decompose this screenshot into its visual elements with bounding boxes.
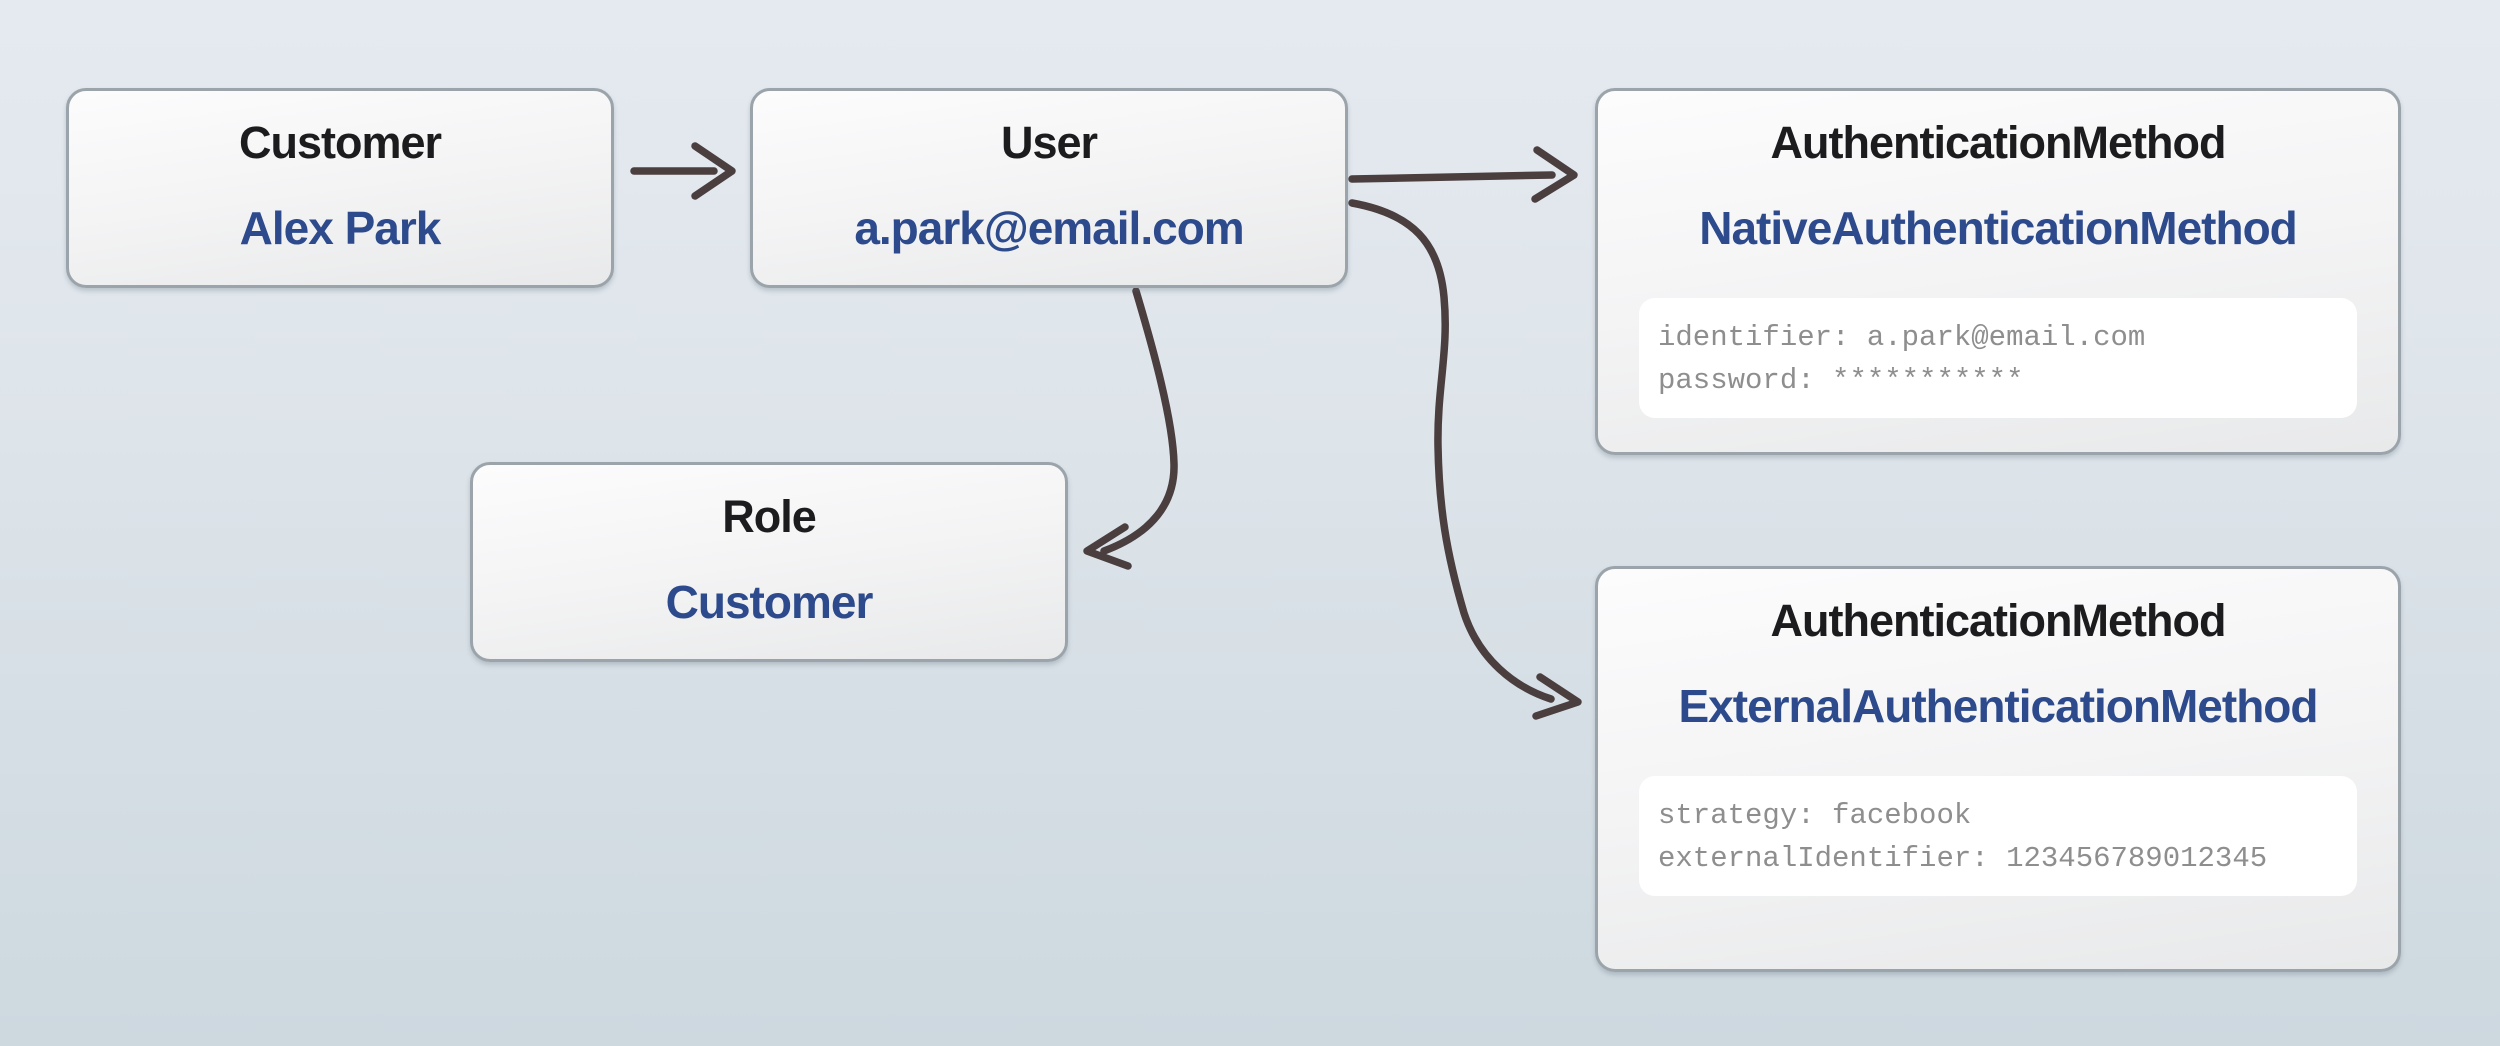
attribute-value: a.park@email.com	[1866, 321, 2146, 354]
entity-value-label: Customer	[665, 576, 874, 628]
entity-type-label: Customer	[238, 117, 442, 168]
entity-node-role: Role Customer	[470, 462, 1068, 662]
attribute-value: facebook	[1832, 799, 1972, 832]
entity-node-native-authentication-method: AuthenticationMethod NativeAuthenticatio…	[1595, 88, 2401, 455]
entity-value-label: NativeAuthenticationMethod	[1699, 202, 2298, 254]
entity-value-label: a.park@email.com	[854, 202, 1244, 254]
arrowhead-icon	[1531, 146, 1578, 203]
entity-type-label: AuthenticationMethod	[1770, 117, 2227, 168]
entity-type-label: User	[1000, 117, 1098, 168]
attribute-value: 123456789012345	[2006, 842, 2268, 875]
attribute-key: strategy	[1658, 799, 1832, 832]
attribute-key: identifier	[1658, 321, 1867, 354]
attribute-key: externalIdentifier	[1658, 842, 2006, 875]
entity-value-label: ExternalAuthenticationMethod	[1678, 680, 2318, 732]
arrowhead-icon	[691, 142, 736, 200]
edge-user-role	[1083, 287, 1178, 570]
attribute-row: strategyfacebook	[1658, 794, 2339, 837]
attribute-panel: identifiera.park@email.com password*****…	[1639, 298, 2357, 418]
entity-node-external-authentication-method: AuthenticationMethod ExternalAuthenticat…	[1595, 566, 2401, 972]
arrowhead-icon	[1532, 673, 1582, 720]
attribute-row: externalIdentifier123456789012345	[1658, 837, 2339, 880]
attribute-row: identifiera.park@email.com	[1658, 316, 2339, 359]
entity-type-label: AuthenticationMethod	[1770, 595, 2227, 646]
entity-type-label: Role	[722, 491, 817, 542]
edge-customer-user	[630, 142, 736, 200]
edge-user-auth-external	[1348, 199, 1582, 720]
attribute-panel: strategyfacebook externalIdentifier12345…	[1639, 776, 2357, 896]
attribute-row: password***********	[1658, 359, 2339, 402]
entity-node-customer: Customer Alex Park	[66, 88, 614, 288]
attribute-key: password	[1658, 364, 1832, 397]
attribute-value: ***********	[1832, 364, 2024, 397]
entity-value-label: Alex Park	[239, 202, 442, 254]
edge-user-auth-native	[1348, 146, 1578, 203]
arrowhead-icon	[1083, 523, 1132, 570]
entity-node-user: User a.park@email.com	[750, 88, 1348, 288]
